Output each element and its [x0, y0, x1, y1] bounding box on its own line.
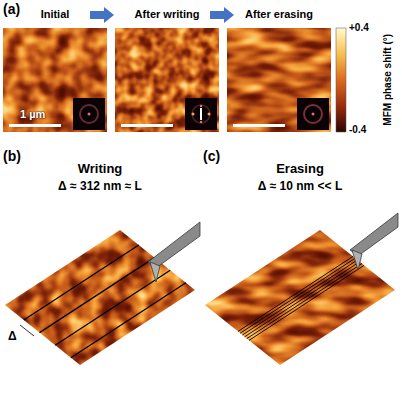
afm-cantilever: [148, 222, 200, 282]
spacing-label: Δ ≈ 312 nm ≈ L: [58, 180, 142, 194]
step-arrow: [90, 7, 114, 23]
erase-path: [238, 256, 364, 340]
colorbar-tick: -0.4: [349, 124, 366, 136]
fft-inset: [297, 98, 329, 130]
fft-inset: [73, 98, 105, 130]
scale-label: 1 µm: [20, 108, 45, 121]
step-arrow: [210, 7, 234, 23]
panel-letter: (c): [203, 148, 220, 164]
column-title: After erasing: [245, 8, 313, 21]
scale-bar: [9, 124, 61, 127]
colorbar-tick: +0.4: [349, 22, 369, 34]
mfm-image: [3, 28, 107, 132]
fft-inset: [185, 98, 217, 130]
spacing-marker: [20, 325, 34, 336]
column-title: After writing: [135, 8, 200, 21]
panel-title: Erasing: [276, 162, 324, 177]
afm-cantilever: [350, 213, 398, 270]
spacing-label: Δ ≈ 10 nm << L: [258, 180, 343, 194]
column-title: Initial: [41, 8, 70, 21]
scale-bar: [121, 124, 173, 127]
panel-letter: (a): [3, 1, 20, 17]
scale-bar: [233, 124, 285, 127]
colorbar-title: MFM phase shift (°): [382, 34, 394, 126]
panel-title: Writing: [78, 162, 123, 177]
panel-letter: (b): [3, 148, 21, 164]
spacing-symbol: Δ: [8, 330, 17, 344]
mfm-image: [115, 28, 219, 132]
mfm-image: [227, 28, 331, 132]
color-bar: [336, 28, 346, 132]
